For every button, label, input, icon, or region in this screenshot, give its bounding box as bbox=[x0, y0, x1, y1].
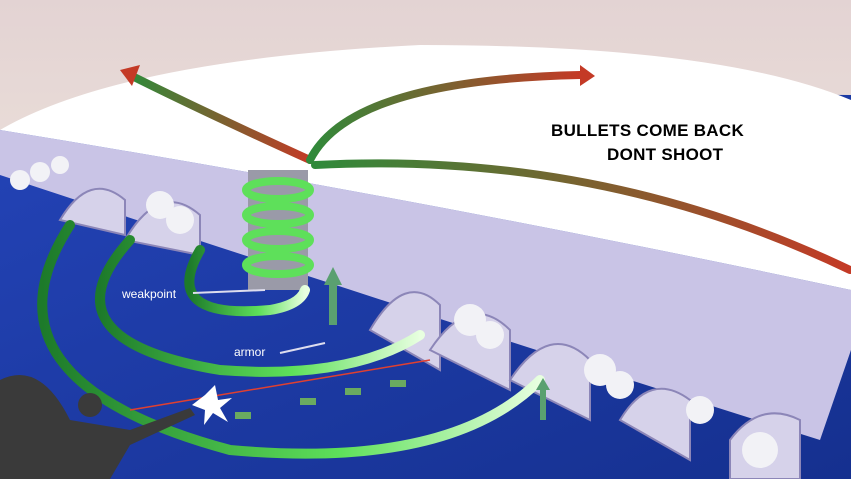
weakpoint-leader bbox=[192, 289, 266, 294]
armor-label: armor bbox=[234, 345, 266, 359]
muzzle-flash-icon bbox=[192, 385, 232, 425]
bullet-trail bbox=[129, 359, 431, 411]
inflow-arrows bbox=[37, 220, 545, 459]
soldier-silhouette bbox=[0, 375, 195, 479]
outflow-arrows bbox=[126, 71, 851, 274]
cloud-puffs bbox=[10, 156, 778, 468]
armor-leader bbox=[279, 342, 326, 354]
arrow-heads bbox=[120, 65, 595, 86]
weakpoint-label: weakpoint bbox=[122, 287, 177, 301]
caption-line-2: DONT SHOOT bbox=[607, 145, 724, 164]
caption-line-1: BULLETS COME BACK bbox=[551, 121, 745, 140]
updraft-arrows bbox=[324, 267, 550, 420]
cloud-disc-side bbox=[0, 130, 851, 440]
spiral-updraft bbox=[242, 177, 314, 278]
bullets bbox=[235, 380, 406, 419]
